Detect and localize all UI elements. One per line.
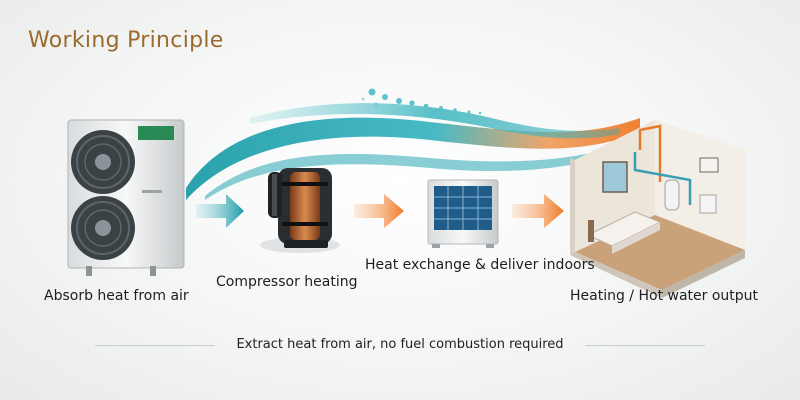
footer-divider-right (585, 345, 705, 346)
flow-arrow-3 (512, 194, 564, 228)
footer: Extract heat from air, no fuel combustio… (0, 333, 800, 352)
heat-exchanger-icon (427, 179, 499, 248)
flow-arrow-1 (196, 194, 244, 228)
outdoor-unit-icon (67, 119, 185, 276)
airflow-wave (186, 103, 640, 200)
step-label-output: Heating / Hot water output (570, 288, 759, 304)
footer-caption: Extract heat from air, no fuel combustio… (236, 337, 564, 352)
compressor-icon (260, 168, 340, 253)
step-label-compressor: Compressor heating (216, 274, 358, 290)
step-label-heat-exchange: Heat exchange & deliver indoors (365, 257, 595, 273)
step-label-absorb: Absorb heat from air (44, 288, 189, 304)
flow-arrow-2 (354, 194, 404, 228)
page-title: Working Principle (28, 28, 224, 53)
air-particles (361, 88, 482, 115)
room-icon (570, 120, 745, 298)
footer-divider-left (95, 345, 215, 346)
